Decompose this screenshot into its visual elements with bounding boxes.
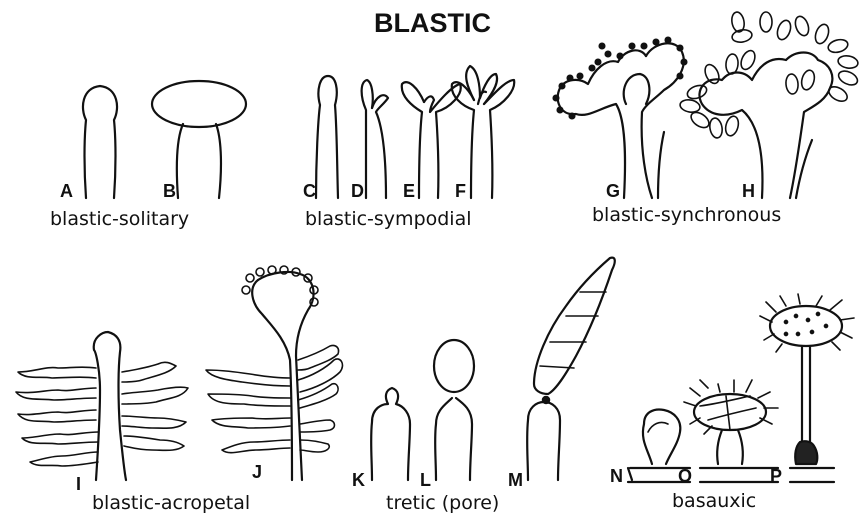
figure-i-drawing [16,332,188,480]
label-c: C [303,181,316,202]
label-d: D [351,181,364,202]
label-i: I [76,474,81,495]
label-p: P [770,466,782,487]
label-e: E [403,181,415,202]
figure-o-drawing [684,380,778,482]
caption-blastic-sympodial: blastic-sympodial [305,208,472,230]
label-k: K [352,470,365,491]
figure-j-drawing [206,266,342,480]
label-n: N [610,466,623,487]
label-a: A [60,181,73,202]
label-b: B [163,181,176,202]
label-l: L [420,470,431,491]
figure-k-drawing [371,388,410,480]
figure-g-drawing [553,37,687,198]
caption-blastic-acropetal: blastic-acropetal [92,492,250,514]
caption-blastic-synchronous: blastic-synchronous [592,204,781,226]
caption-basauxic: basauxic [672,490,756,512]
figure-c-drawing [316,76,338,198]
label-h: H [742,181,755,202]
figure-a-drawing [83,86,117,198]
label-j: J [252,462,262,483]
figure-p-drawing [760,294,854,482]
figure-h-drawing [679,11,859,198]
label-g: G [606,181,620,202]
figure-l-drawing [434,340,474,480]
caption-blastic-solitary: blastic-solitary [50,208,189,230]
label-f: F [455,181,466,202]
figure-m-drawing [527,258,615,480]
label-m: M [508,470,523,491]
caption-tretic-pore: tretic (pore) [386,492,499,514]
figure-d-drawing [362,80,388,198]
label-o: O [678,466,692,487]
